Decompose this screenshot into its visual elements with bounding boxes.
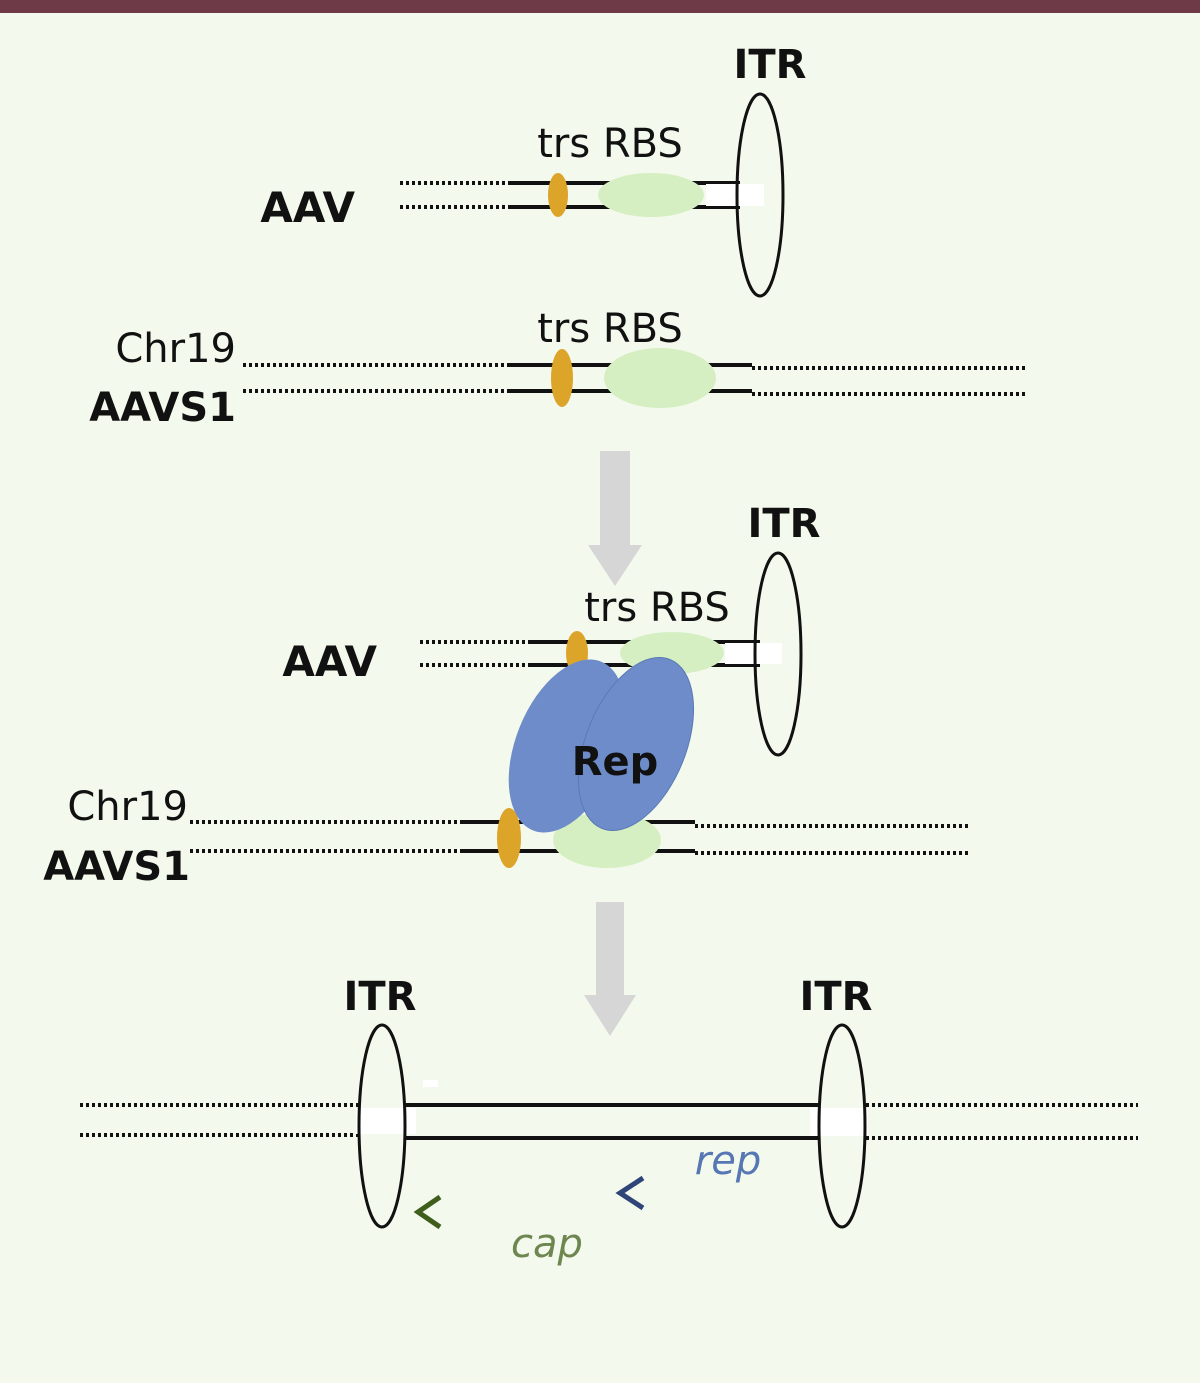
aavs1-label: AAVS1 <box>43 844 190 890</box>
down-arrow <box>584 902 636 1036</box>
itr-stem <box>356 1108 416 1134</box>
trs-site <box>548 173 568 217</box>
itr-hairpin-right <box>817 1023 867 1229</box>
itr-label: ITR <box>748 501 821 547</box>
itr-hairpin-left <box>357 1023 407 1229</box>
aav-label: AAV <box>260 183 355 232</box>
trs-site <box>497 808 521 868</box>
chr19-label: Chr19 <box>67 784 188 830</box>
down-arrow <box>588 451 642 586</box>
rbs-site <box>598 173 704 217</box>
itr-label-left: ITR <box>344 974 417 1020</box>
itr-hairpin <box>735 92 785 298</box>
trs-rbs-label: trs RBS <box>537 121 683 167</box>
cap-gene-label: cap <box>511 1221 583 1267</box>
itr-stem <box>706 184 764 206</box>
rep-label: Rep <box>572 739 659 785</box>
panel-rep-complex: ITR trs RBS AAV Rep Chr19 AAVS1 <box>43 501 970 890</box>
trs-site <box>551 349 573 407</box>
itr-hairpin <box>753 551 803 757</box>
trs-rbs-label: trs RBS <box>537 306 683 352</box>
provirus-dna <box>405 1103 820 1140</box>
host-dna <box>80 1103 1138 1140</box>
panel-aav: ITR trs RBS AAV <box>260 42 807 298</box>
rep-gene-label: rep <box>695 1138 761 1184</box>
rep-protein <box>577 657 695 831</box>
rbs-site <box>553 812 661 868</box>
itr-label: ITR <box>734 42 807 88</box>
itr-label-right: ITR <box>800 974 873 1020</box>
itr-nick <box>423 1080 438 1087</box>
aav-label: AAV <box>282 637 377 686</box>
rep-gene-arrow <box>615 1175 812 1211</box>
chr19-label: Chr19 <box>115 326 236 372</box>
cap-gene-arrow <box>413 1194 645 1230</box>
panel-integrated: ITR ITR rep cap <box>80 974 1138 1267</box>
panel-chr19: trs RBS Chr19 AAVS1 <box>89 306 1025 431</box>
aavs1-label: AAVS1 <box>89 385 236 431</box>
rbs-site <box>604 348 716 408</box>
trs-rbs-label: trs RBS <box>584 585 730 631</box>
top-bar <box>0 0 1200 13</box>
